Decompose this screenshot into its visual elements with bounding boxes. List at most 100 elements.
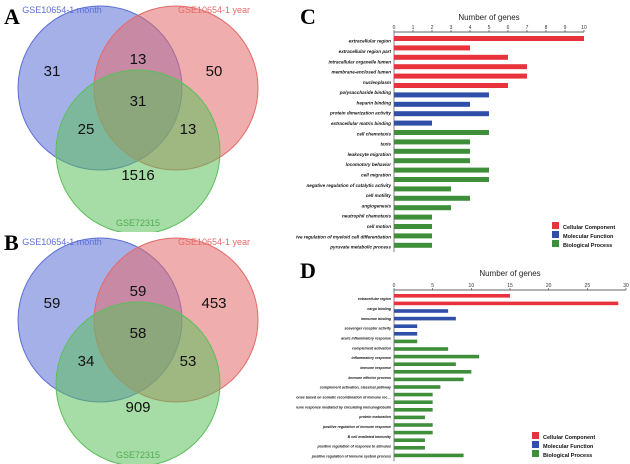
bar xyxy=(394,430,433,435)
region-count-all-three: 31 xyxy=(130,93,147,110)
bar xyxy=(394,446,425,450)
x-tick-label: 4 xyxy=(469,25,472,31)
bar xyxy=(394,385,441,389)
panel-label-c: C xyxy=(300,4,316,29)
bar xyxy=(394,400,433,404)
bar xyxy=(394,205,451,211)
category-label: extracellular matrix binding xyxy=(331,121,391,126)
x-tick-label: 9 xyxy=(564,25,567,31)
panel-label-b: B xyxy=(4,230,19,255)
bar xyxy=(394,45,470,51)
bar xyxy=(394,339,418,344)
bar xyxy=(394,332,418,336)
bar xyxy=(394,316,456,321)
x-tick-label: 15 xyxy=(507,283,513,289)
region-count-only-month: 31 xyxy=(44,63,61,80)
bar xyxy=(394,370,472,374)
region-count-month-year: 59 xyxy=(130,283,147,300)
category-label: cell motion xyxy=(367,224,391,229)
category-label: leukocyte migration xyxy=(348,152,392,157)
bar xyxy=(394,408,433,412)
region-count-only-year: 453 xyxy=(201,295,226,312)
category-label: heparin binding xyxy=(357,100,392,105)
region-count-only-month: 59 xyxy=(44,295,61,312)
x-tick-label: 2 xyxy=(431,25,434,31)
category-label: membrane-enclosed lumen xyxy=(332,70,392,75)
category-label: extracellular region xyxy=(349,39,392,44)
bar xyxy=(394,148,470,154)
set-label: GSE10654-1 month xyxy=(22,5,102,15)
region-count-all-three: 58 xyxy=(130,325,147,342)
category-label: immune response xyxy=(360,366,391,370)
bar xyxy=(394,92,489,98)
set-label: GSE72315 xyxy=(116,450,160,460)
legend-label: Molecular Function xyxy=(543,444,594,450)
bar xyxy=(394,224,432,229)
category-label: complement activation, classical pathway xyxy=(320,386,392,390)
set-label: GSE10654-1 month xyxy=(22,237,102,247)
set-label: GSE72315 xyxy=(116,218,160,228)
category-label: locomotory behavior xyxy=(346,162,392,167)
bar xyxy=(394,354,480,359)
bar xyxy=(394,377,464,382)
category-label: immune effector process xyxy=(348,376,391,380)
x-tick-label: 6 xyxy=(507,25,510,31)
category-label: positive regulation of response to stimu… xyxy=(317,445,391,449)
x-tick-label: 30 xyxy=(623,283,629,289)
legend-swatch xyxy=(532,441,539,448)
bar xyxy=(394,36,584,41)
circle-set-3 xyxy=(55,301,221,464)
category-label: polysaccharide binding xyxy=(339,90,392,95)
category-label: neutrophil chemotaxis xyxy=(342,214,391,219)
bar xyxy=(394,362,456,366)
region-count-year-gse: 53 xyxy=(180,353,197,370)
category-label: taxis xyxy=(381,142,392,147)
bar xyxy=(394,101,470,107)
bar xyxy=(394,167,489,173)
category-label: cell motility xyxy=(366,193,392,198)
bar xyxy=(394,130,489,135)
category-label: nucleoplasm xyxy=(363,80,391,85)
legend-swatch xyxy=(552,231,559,238)
category-label: cargo binding xyxy=(367,307,392,311)
legend-label: Biological Process xyxy=(563,243,612,249)
set-label: GSE10654-1 year xyxy=(178,237,250,247)
panel-label-a: A xyxy=(4,4,20,29)
category-label: adaptive immune response based on somati… xyxy=(296,395,391,399)
category-label: scavenger receptor activity xyxy=(344,327,392,331)
bar xyxy=(394,64,527,70)
bar xyxy=(394,294,510,298)
bar xyxy=(394,139,470,145)
x-tick-label: 1 xyxy=(412,25,415,31)
bar xyxy=(394,158,470,164)
region-count-month-gse: 34 xyxy=(78,353,95,370)
x-tick-label: 5 xyxy=(488,25,491,31)
bar xyxy=(394,120,432,126)
chart-title: Number of genes xyxy=(479,269,540,278)
bar xyxy=(394,438,425,442)
category-label: immunoe binding xyxy=(361,317,392,321)
category-label: inflammatory response xyxy=(351,356,391,360)
x-tick-label: 25 xyxy=(585,283,591,289)
category-label: extracellular region xyxy=(358,297,392,301)
category-label: B cell mediated immunity xyxy=(348,435,392,439)
x-tick-label: 20 xyxy=(546,283,552,289)
chart-title: Number of genes xyxy=(458,13,519,22)
category-label: extracellular region part xyxy=(339,49,392,54)
bar xyxy=(394,233,432,239)
bar xyxy=(394,347,449,351)
legend-label: Cellular Component xyxy=(543,435,595,441)
panel-label-d: D xyxy=(300,258,316,283)
bar xyxy=(394,301,619,306)
legend-swatch xyxy=(532,432,539,439)
category-label: negative regulation of myeloid cell diff… xyxy=(296,234,391,239)
region-count-only-year: 50 xyxy=(206,63,223,80)
category-label: humoral immune response mediated by circ… xyxy=(296,405,392,409)
region-count-year-gse: 13 xyxy=(180,121,197,138)
x-tick-label: 7 xyxy=(526,25,529,31)
legend-label: Biological Process xyxy=(543,453,592,459)
bar xyxy=(394,324,418,328)
bar xyxy=(394,111,489,117)
region-count-month-year: 13 xyxy=(130,51,147,68)
